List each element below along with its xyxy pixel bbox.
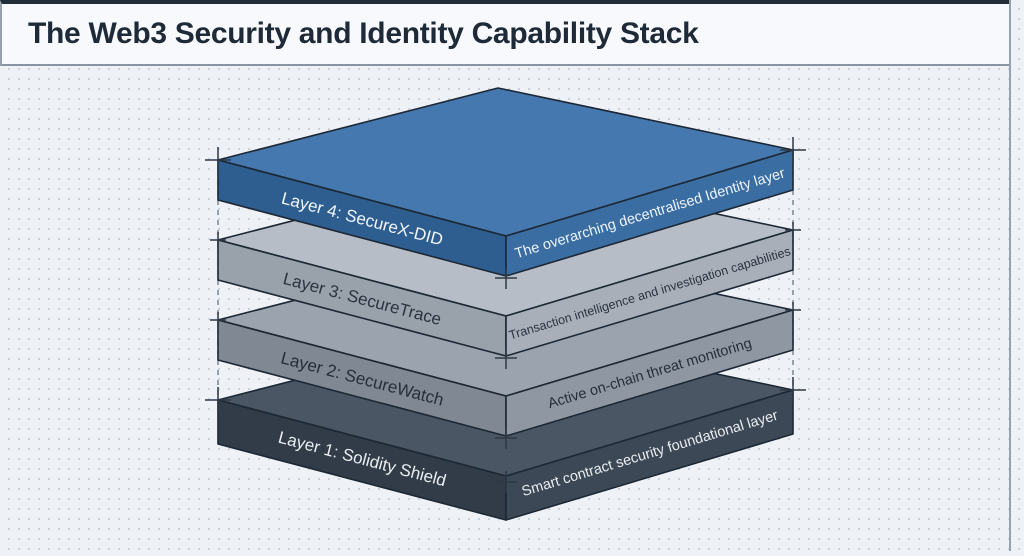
corner-tick-cross bbox=[495, 471, 517, 493]
corner-tick-cross bbox=[785, 302, 801, 318]
title-bar: The Web3 Security and Identity Capabilit… bbox=[0, 0, 1010, 66]
corner-tick-cross bbox=[205, 147, 231, 173]
corner-tick-cross bbox=[205, 387, 231, 413]
page-title: The Web3 Security and Identity Capabilit… bbox=[28, 17, 699, 50]
layer-3-right-face bbox=[505, 229, 794, 357]
corner-tick-cross bbox=[210, 312, 226, 328]
layer-2-right-face bbox=[505, 309, 794, 437]
layer-4-right-face bbox=[505, 149, 794, 277]
corner-tick-cross bbox=[780, 137, 806, 163]
panel-right-border bbox=[1009, 0, 1011, 551]
corner-tick-cross bbox=[495, 427, 517, 449]
corner-tick-cross bbox=[785, 222, 801, 238]
corner-tick-cross bbox=[495, 347, 517, 369]
corner-tick-cross bbox=[210, 232, 226, 248]
corner-tick-cross bbox=[780, 377, 806, 403]
layer-1-right-face bbox=[505, 389, 794, 521]
corner-tick-cross bbox=[495, 267, 517, 289]
